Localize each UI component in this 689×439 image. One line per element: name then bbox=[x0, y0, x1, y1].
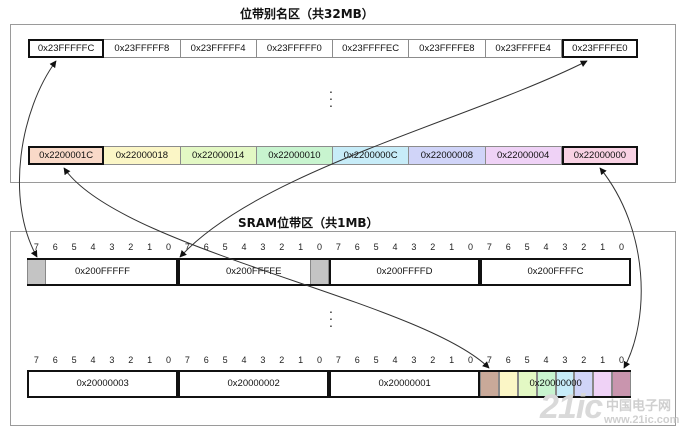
bit-cell-7 bbox=[480, 372, 499, 396]
sram-word-address: 0x20000001 bbox=[378, 378, 431, 389]
bit-cell-7 bbox=[27, 260, 46, 284]
arrow-23FFFFFC-bit7 bbox=[18, 60, 57, 258]
arrow-22000000-bit0 bbox=[599, 167, 642, 369]
watermark-site: www.21ic.com bbox=[604, 414, 680, 426]
sram-word: 0x20000002 bbox=[178, 370, 329, 398]
alias-top-cell-1: 0x23FFFFF8 bbox=[104, 39, 181, 58]
alias-top-cell-7: 0x23FFFFE0 bbox=[561, 39, 638, 58]
sram-word: 0x20000001 bbox=[329, 370, 480, 398]
bit-cell-3 bbox=[555, 372, 575, 396]
sram-word: 0x20000003 bbox=[27, 370, 178, 398]
bit-number: 4 bbox=[543, 355, 549, 365]
alias-top-cell-6: 0x23FFFFE4 bbox=[485, 39, 562, 58]
bit-number: 7 bbox=[33, 355, 39, 365]
watermark-logo: 21ic bbox=[540, 388, 603, 426]
arrow-23FFFFE0-bit0 bbox=[179, 60, 588, 258]
sram-word-address: 0x20000000 bbox=[529, 378, 582, 389]
sram-word-address: 0x20000002 bbox=[227, 378, 280, 389]
alias-top-cell-2: 0x23FFFFF4 bbox=[180, 39, 257, 58]
bit-cell-4 bbox=[536, 372, 556, 396]
sram-word-address: 0x200FFFFC bbox=[527, 266, 584, 277]
alias-top-cell-4: 0x23FFFFEC bbox=[333, 39, 410, 58]
bit-number: 2 bbox=[581, 355, 587, 365]
bit-number: 5 bbox=[524, 355, 530, 365]
bit-number: 3 bbox=[562, 355, 568, 365]
bit-number: 6 bbox=[505, 355, 511, 365]
bit-cell-1 bbox=[593, 372, 613, 396]
sram-word: 0x20000000 bbox=[480, 370, 631, 398]
bit-cell-0 bbox=[612, 372, 631, 396]
arrow-2200001C-bit7 bbox=[63, 167, 490, 369]
bit-cell-6 bbox=[498, 372, 518, 396]
alias-top-cell-3: 0x23FFFFF0 bbox=[256, 39, 333, 58]
bit-number: 6 bbox=[52, 355, 58, 365]
alias-top-cell-5: 0x23FFFFE8 bbox=[409, 39, 486, 58]
alias-top-cell-0: 0x23FFFFFC bbox=[28, 39, 105, 58]
bit-cell-5 bbox=[517, 372, 537, 396]
sram-word-address: 0x20000003 bbox=[76, 378, 129, 389]
watermark-cn: 中国电子网 bbox=[606, 399, 672, 414]
bit-cell-2 bbox=[574, 372, 594, 396]
alias-region-title: 位带别名区（共32MB） bbox=[240, 7, 374, 21]
